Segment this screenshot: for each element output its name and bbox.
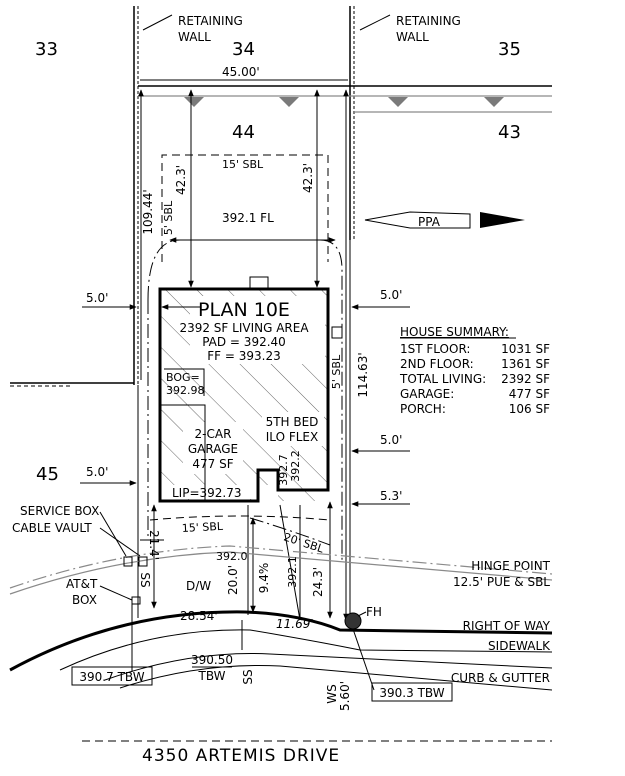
- house-footprint: [158, 276, 343, 503]
- retaining-wall-left-1: RETAINING: [178, 14, 243, 28]
- utility-boxes: [99, 511, 375, 691]
- right-front: 24.3': [311, 567, 325, 597]
- north-arrow-icon: PPA: [364, 211, 525, 229]
- summary-row-label: TOTAL LIVING:: [399, 372, 486, 386]
- elev-392-1: 392.1: [286, 556, 299, 588]
- left-front: 21.4': [147, 530, 161, 560]
- summary-row-value: 1361 SF: [501, 357, 550, 371]
- sbl-left: 5' SBL: [162, 200, 175, 235]
- ss-bottom: SS: [241, 669, 255, 684]
- right-depth: 114.63': [356, 352, 370, 397]
- bog-label: BOG=: [166, 371, 200, 384]
- summary-row-value: 1031 SF: [501, 342, 550, 356]
- ws-label: WS: [325, 684, 339, 703]
- lot-44: 44: [232, 122, 255, 143]
- summary-row-label: PORCH:: [400, 402, 446, 416]
- elev-392-2: 392.2: [289, 450, 302, 482]
- lip-elevation: LIP=392.73: [172, 486, 242, 500]
- att-label-1: AT&T: [66, 577, 98, 591]
- summary-row-label: 2ND FLOOR:: [400, 357, 474, 371]
- retaining-wall-left-2: WALL: [178, 30, 211, 44]
- lot-numbers: 33 34 35 44 43 45: [35, 39, 521, 485]
- left-depth: 109.44': [141, 189, 155, 234]
- utility-labels: SERVICE BOX CABLE VAULT AT&T BOX SS SS D…: [12, 504, 453, 704]
- living-area: 2392 SF LIVING AREA: [179, 321, 309, 335]
- arc-length-1: 28.54': [180, 609, 218, 623]
- side-right-2: 5.0': [380, 433, 402, 447]
- curb-gutter-label: CURB & GUTTER: [451, 671, 550, 685]
- fl-line: 392.1 FL: [222, 211, 274, 225]
- arc-length-2: 11.69': [276, 617, 314, 631]
- side-left-2: 5.0': [86, 465, 108, 479]
- summary-row-value: 106 SF: [509, 402, 550, 416]
- sbl-front: 15' SBL: [181, 520, 224, 535]
- retaining-wall-right-2: WALL: [396, 30, 429, 44]
- tbw-mid-1: 390.50: [191, 653, 233, 667]
- lot-45: 45: [36, 464, 59, 485]
- side-right-3: 5.3': [380, 489, 402, 503]
- garage-line-1: 2-CAR: [195, 427, 232, 441]
- dimension-lines: [80, 79, 410, 621]
- ff-elevation: FF = 393.23: [207, 349, 280, 363]
- flex-line-2: ILO FLEX: [266, 430, 318, 444]
- sbl-rear: 15' SBL: [222, 158, 264, 171]
- pad-elevation: PAD = 392.40: [202, 335, 286, 349]
- house-summary: HOUSE SUMMARY: 1ST FLOOR: 1031 SF 2ND FL…: [399, 325, 550, 416]
- lot-33: 33: [35, 39, 58, 60]
- side-right-1: 5.0': [380, 288, 402, 302]
- rear-width: 45.00': [222, 65, 260, 79]
- elev-392-0: 392.0: [216, 550, 248, 563]
- tbw-mid-2: TBW: [198, 669, 226, 683]
- north-arrow-label: PPA: [418, 215, 441, 229]
- fire-hydrant-label: FH: [366, 605, 382, 619]
- driveway-label: D/W: [186, 579, 211, 593]
- side-left-1: 5.0': [86, 291, 108, 305]
- summary-row-value: 477 SF: [509, 387, 550, 401]
- tbw-right: 390.3 TBW: [379, 686, 444, 700]
- flex-line-1: 5TH BED: [266, 415, 319, 429]
- service-box-label: SERVICE BOX: [20, 504, 99, 518]
- ss-top: SS: [138, 572, 152, 587]
- street-labels: HINGE POINT 12.5' PUE & SBL RIGHT OF WAY…: [142, 559, 551, 766]
- lot-34: 34: [232, 39, 255, 60]
- lot-43: 43: [498, 122, 521, 143]
- summary-title: HOUSE SUMMARY:: [400, 325, 509, 339]
- house-labels: PLAN 10E 2392 SF LIVING AREA PAD = 392.4…: [166, 299, 318, 500]
- ws-offset: 5.60': [338, 681, 352, 711]
- garage-line-2: GARAGE: [188, 442, 238, 456]
- driveway-length: 20.0': [226, 565, 240, 595]
- pue-label: 12.5' PUE & SBL: [453, 575, 550, 589]
- hinge-point-label: HINGE POINT: [471, 559, 550, 573]
- driveway-slope: 9.4%: [257, 563, 271, 594]
- sbl-right: 5' SBL: [330, 354, 343, 389]
- street-name: 4350 ARTEMIS DRIVE: [142, 746, 340, 766]
- summary-row-label: GARAGE:: [400, 387, 454, 401]
- lot-35: 35: [498, 39, 521, 60]
- rear-setback-right: 42.3': [301, 163, 315, 193]
- plan-name: PLAN 10E: [198, 299, 290, 321]
- retaining-wall-right-1: RETAINING: [396, 14, 461, 28]
- dimension-labels: 45.00' 42.3' 42.3' 15' SBL 5' SBL 5' SBL…: [86, 65, 402, 711]
- right-of-way-label: RIGHT OF WAY: [463, 619, 551, 633]
- summary-row-label: 1ST FLOOR:: [400, 342, 470, 356]
- sidewalk-label: SIDEWALK: [488, 639, 551, 653]
- bog-value: 392.98: [166, 384, 205, 397]
- rear-setback-left: 42.3': [174, 165, 188, 195]
- att-label-2: BOX: [72, 593, 97, 607]
- cable-vault-label: CABLE VAULT: [12, 521, 92, 535]
- summary-row-value: 2392 SF: [501, 372, 550, 386]
- tbw-left: 390.7 TBW: [79, 670, 144, 684]
- wall-labels: RETAINING WALL RETAINING WALL: [142, 14, 461, 44]
- elev-392-7: 392.7: [277, 454, 290, 486]
- garage-line-3: 477 SF: [192, 457, 233, 471]
